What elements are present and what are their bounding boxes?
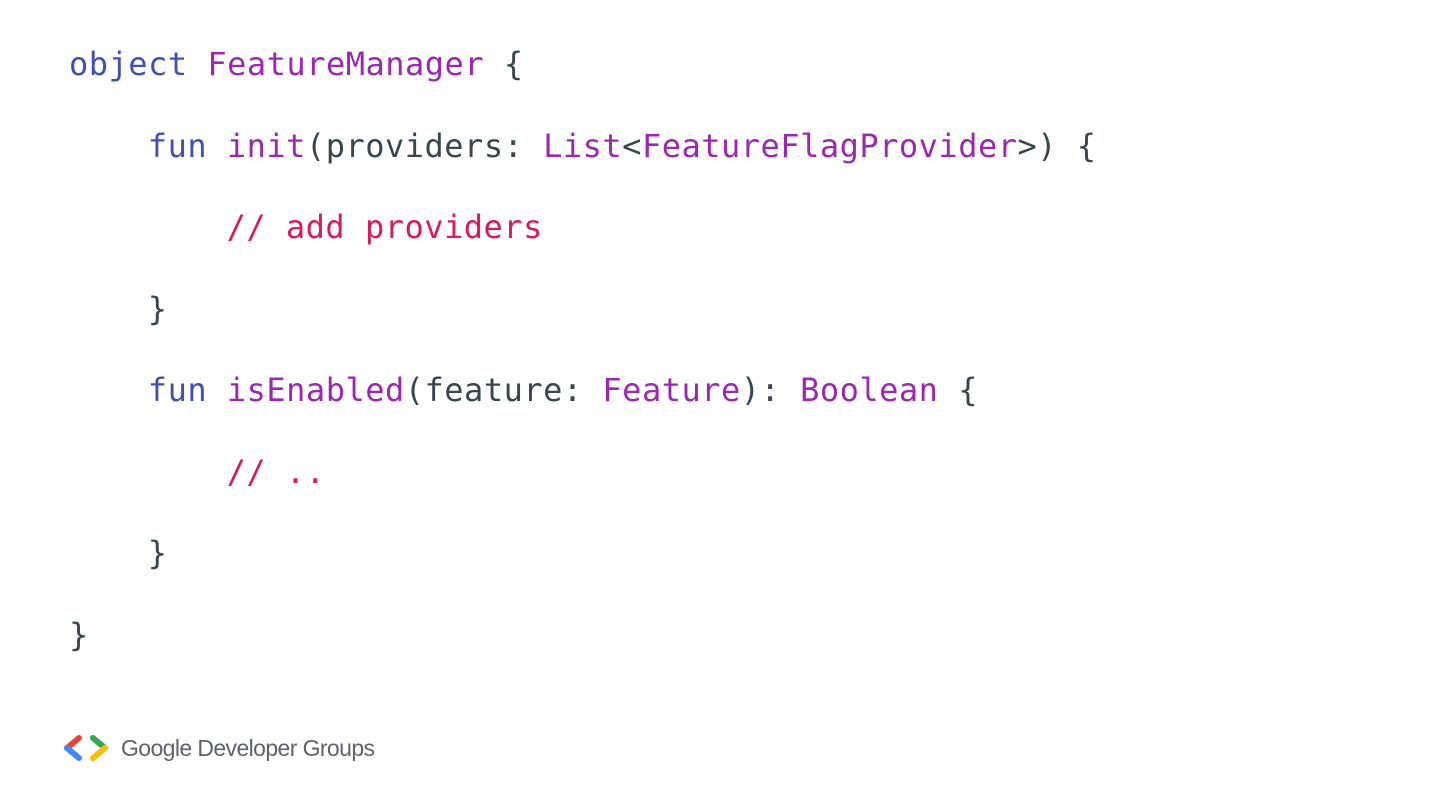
code-line: // add providers — [227, 207, 543, 247]
code-token-keyword: fun — [147, 371, 208, 409]
code-token-comment: // add providers — [226, 208, 543, 246]
code-token-comment: // .. — [226, 452, 326, 491]
code-token-plain: ): — [740, 371, 801, 409]
code-line: // .. — [227, 452, 326, 492]
footer-branding: Google Developer Groups — [62, 732, 375, 764]
code-token-type: List — [543, 126, 623, 165]
logo-blue-stroke — [64, 745, 82, 761]
code-token-plain — [207, 371, 227, 409]
code-token-plain — [188, 45, 208, 83]
code-token-plain: >) { — [1017, 126, 1097, 165]
code-token-type: isEnabled — [226, 371, 405, 409]
code-token-plain: (feature: — [404, 371, 603, 409]
code-token-plain: (providers: — [305, 126, 544, 165]
code-line: } — [148, 289, 168, 329]
code-token-plain: < — [622, 126, 642, 165]
code-token-keyword: fun — [147, 126, 208, 165]
code-token-type: FeatureFlagProvider — [641, 126, 1018, 165]
code-token-type: FeatureManager — [207, 45, 485, 83]
code-token-plain: } — [147, 289, 168, 328]
code-token-plain: { — [938, 371, 978, 409]
code-line: } — [69, 615, 89, 655]
code-token-plain: } — [69, 615, 89, 654]
logo-yellow-stroke — [90, 745, 108, 761]
code-token-keyword: object — [69, 45, 188, 83]
code-token-plain — [207, 127, 227, 165]
code-token-type: Boolean — [800, 371, 939, 409]
brand-text: Google Developer Groups — [121, 734, 375, 761]
code-line: fun init(providers: List<FeatureFlagProv… — [148, 126, 1097, 166]
code-line: object FeatureManager { — [69, 44, 524, 84]
code-line: fun isEnabled(feature: Feature): Boolean… — [148, 370, 978, 410]
code-token-plain: { — [484, 45, 524, 83]
code-block: object FeatureManager { fun init(provider… — [69, 44, 1097, 655]
code-line: } — [148, 533, 168, 573]
code-token-type: Feature — [602, 371, 741, 409]
code-token-type: init — [226, 126, 306, 165]
google-developer-groups-logo-icon — [64, 735, 108, 761]
code-token-plain: } — [147, 534, 168, 572]
